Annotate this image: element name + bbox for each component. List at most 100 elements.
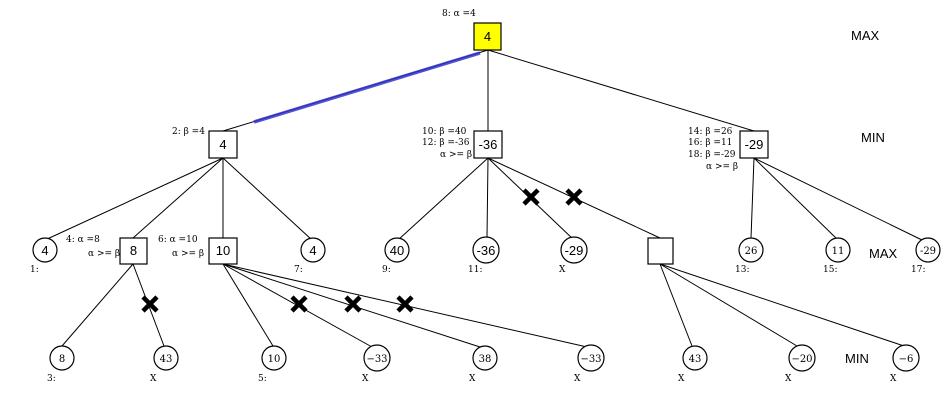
leaf-8-label: X — [785, 374, 792, 384]
edge-mina-c4 — [222, 157, 313, 241]
level3-node-1-label: 1: — [30, 265, 39, 275]
level3-node-3: 10 6: α =10 α >= β — [158, 235, 238, 265]
level3-node-4: 4 7: — [294, 237, 326, 275]
min-node-c-annotation-2: 16: β =11 — [688, 138, 732, 148]
highlighted-edge-root-min-a — [253, 51, 481, 124]
leaf-3: 10 5: — [258, 345, 287, 384]
min-node-b-annotation-2: 12: β =-36 — [422, 138, 470, 148]
min-node-a: 4 2: β =4 — [172, 127, 238, 159]
leaf-8-value: −20 — [791, 354, 812, 365]
min-node-c: -29 14: β =26 16: β =11 18: β =-29 α >= … — [688, 127, 769, 172]
edge-8-leaf1 — [61, 263, 134, 347]
level-label-min-2: MIN — [845, 351, 869, 366]
leaf-7: 43 X — [678, 345, 708, 384]
level3-node-3-annotation-2: α >= β — [172, 249, 204, 259]
level3-node-11-label: 17: — [911, 265, 925, 275]
min-node-b-annotation-3: α >= β — [440, 150, 472, 160]
leaf-5-value: 38 — [479, 354, 492, 365]
leaf-6-value: −33 — [580, 354, 601, 365]
level3-node-2-annotation-1: 4: α =8 — [66, 235, 100, 245]
min-node-c-annotation-3: 18: β =-29 — [688, 150, 736, 160]
min-node-b-value: -36 — [479, 137, 498, 152]
level-label-max-2: MAX — [869, 246, 898, 261]
level3-node-5-value: 40 — [390, 243, 404, 258]
level3-node-3-value: 10 — [216, 243, 230, 258]
edge-minc-c3 — [753, 157, 923, 241]
edge-minb-c2 — [486, 157, 489, 239]
cut-mark — [344, 295, 362, 313]
leaf-9-value: −6 — [899, 354, 914, 365]
level3-node-2-annotation-2: α >= β — [88, 249, 120, 259]
edge-minb-c1 — [397, 157, 489, 241]
leaf-7-label: X — [678, 374, 685, 384]
level3-node-6: -36 11: — [468, 236, 500, 275]
cut-mark — [290, 295, 308, 313]
min-node-b: -36 10: β =40 12: β =-36 α >= β — [422, 127, 503, 160]
leaf-1: 8 3: — [47, 345, 75, 384]
level3-node-1: 4 1: — [30, 237, 58, 275]
level3-node-9-label: 13: — [735, 265, 749, 275]
level3-node-10-label: 15: — [823, 265, 837, 275]
min-node-c-annotation-4: α >= β — [706, 162, 738, 172]
leaf-3-value: 10 — [268, 354, 281, 365]
leaf-5: 38 X — [469, 345, 498, 384]
level3-node-9-value: 26 — [745, 246, 758, 257]
level3-node-2: 8 4: α =8 α >= β — [66, 235, 148, 265]
edge-mina-c2 — [132, 157, 224, 239]
level3-node-3-annotation-1: 6: α =10 — [158, 235, 198, 245]
level3-node-9: 26 13: — [735, 237, 764, 275]
leaf-1-label: 3: — [47, 374, 56, 384]
cut-mark — [141, 295, 159, 313]
min-node-a-value: 4 — [219, 137, 226, 152]
leaf-7-value: 43 — [689, 354, 702, 365]
level3-node-4-label: 7: — [294, 265, 303, 275]
level3-node-5: 40 9: — [382, 237, 410, 275]
leaf-3-label: 5: — [258, 374, 267, 384]
cut-mark — [522, 188, 540, 206]
level3-node-1-value: 4 — [41, 243, 48, 258]
leaf-6-label: X — [574, 374, 581, 384]
min-node-b-annotation-1: 10: β =40 — [422, 127, 467, 137]
root-annotation: 8: α =4 — [442, 9, 476, 19]
level3-node-5-label: 9: — [382, 265, 391, 275]
level3-node-2-value: 8 — [130, 243, 137, 258]
leaf-4-label: X — [362, 374, 369, 384]
cut-mark — [565, 188, 583, 206]
leaf-2-value: 43 — [160, 354, 173, 365]
edge-root-min-c — [487, 49, 755, 132]
leaf-5-label: X — [469, 374, 476, 384]
edge-minc-c1 — [750, 157, 755, 239]
level3-node-11-value: -29 — [920, 246, 936, 257]
edge-empty-leaf2 — [659, 263, 798, 347]
leaf-6: −33 X — [574, 344, 605, 384]
edge-mina-c1 — [44, 157, 224, 241]
leaf-1-value: 8 — [59, 354, 65, 365]
edge-minc-c2 — [753, 157, 839, 241]
level3-node-10: 11 15: — [823, 237, 851, 275]
leaf-8: −20 X — [785, 344, 816, 384]
level3-node-8-empty — [647, 237, 674, 265]
edge-10-leaf1 — [222, 263, 274, 347]
min-node-a-annotation: 2: β =4 — [172, 127, 205, 137]
leaf-9: −6 X — [890, 344, 920, 384]
root-box — [473, 22, 502, 51]
level-label-min-1: MIN — [861, 130, 885, 145]
leaf-4: −33 X — [362, 344, 391, 384]
root-node: 4 8: α =4 — [442, 9, 502, 51]
leaf-2: 43 X — [150, 345, 179, 384]
level3-node-11: -29 17: — [911, 237, 941, 275]
edge-empty-leaf1 — [659, 263, 693, 347]
root-value: 4 — [484, 29, 491, 44]
leaf-4-value: −33 — [366, 354, 387, 365]
min-node-c-value: -29 — [745, 137, 764, 152]
leaf-2-label: X — [150, 374, 157, 384]
cut-mark — [396, 295, 414, 313]
tree-edges — [44, 49, 923, 348]
level-label-max-1: MAX — [851, 28, 880, 43]
level3-node-7-label: X — [559, 265, 566, 275]
level3-node-7-value: -29 — [565, 243, 584, 258]
pruning-marks — [141, 188, 583, 313]
level3-node-4-value: 4 — [309, 243, 316, 258]
edge-empty-leaf3 — [659, 263, 905, 347]
